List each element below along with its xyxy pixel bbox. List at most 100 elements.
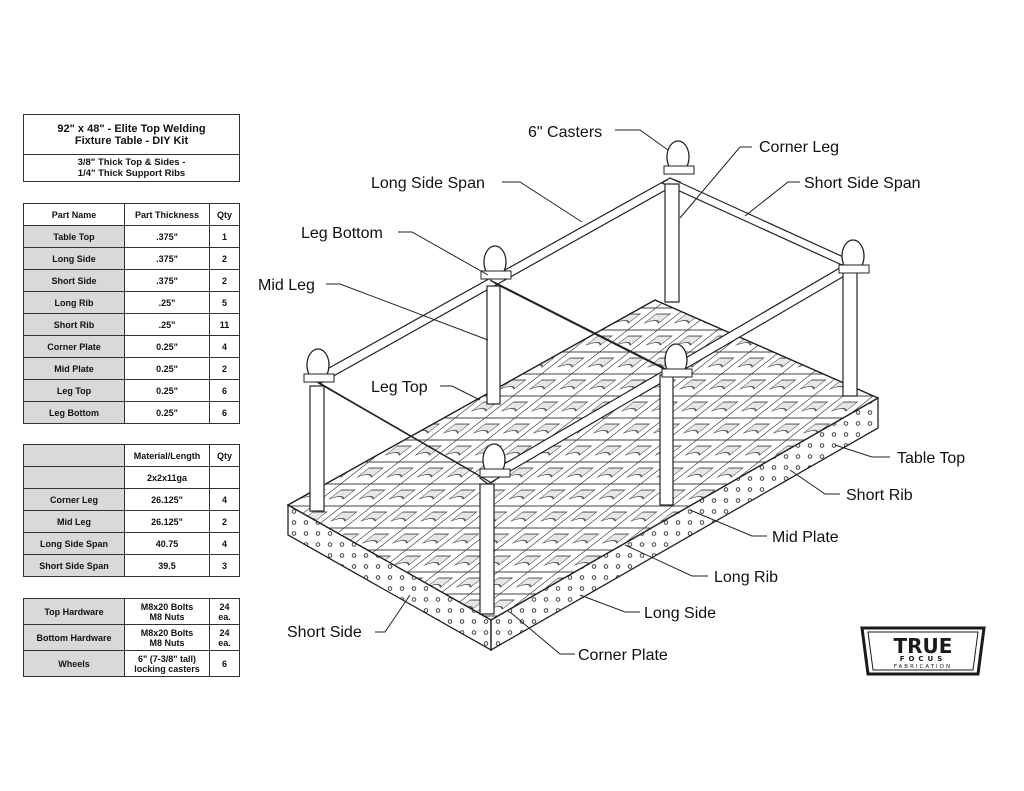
material-qty: 4 — [209, 532, 240, 555]
part-thickness: 0.25" — [124, 379, 210, 402]
corner-leg-front-left — [479, 483, 495, 615]
corner-leg-front-right — [842, 267, 858, 397]
material-qty: 3 — [209, 554, 240, 577]
corner-leg-rear-left — [309, 385, 325, 512]
part-thickness: .375" — [124, 225, 210, 248]
logo-line-2: FOCUS — [900, 655, 947, 663]
hardware-spec: 6" (7-3/8" tall) locking casters — [124, 650, 210, 677]
parts-table: Part Name Part Thickness Qty Table Top .… — [23, 203, 240, 424]
part-name: Short Rib — [23, 313, 125, 336]
callout-leg-bottom: Leg Bottom — [301, 225, 383, 242]
table-body — [286, 299, 880, 652]
part-qty: 6 — [209, 379, 240, 402]
part-thickness: .25" — [124, 313, 210, 336]
part-qty: 2 — [209, 269, 240, 292]
callout-mid-leg: Mid Leg — [258, 277, 315, 294]
table-row: Long Side Span 40.75 4 — [23, 532, 240, 555]
part-qty: 6 — [209, 401, 240, 424]
part-thickness: 0.25" — [124, 401, 210, 424]
parts-header-qty: Qty — [209, 203, 240, 226]
material-header-length: Material/Length — [124, 444, 210, 467]
table-row: Short Side .375" 2 — [23, 269, 240, 292]
part-qty: 11 — [209, 313, 240, 336]
short-side-face — [490, 396, 879, 652]
callout-corner-plate: Corner Plate — [578, 647, 668, 664]
table-row: Long Side .375" 2 — [23, 247, 240, 270]
part-qty: 2 — [209, 247, 240, 270]
hardware-name: Bottom Hardware — [23, 624, 125, 651]
hardware-name: Wheels — [23, 650, 125, 677]
title-block: 92" x 48" - Elite Top Welding Fixture Ta… — [23, 114, 240, 182]
material-name: Short Side Span — [23, 554, 125, 577]
caster-icon — [480, 245, 512, 280]
hardware-spec-line-1: M8x20 Bolts — [140, 627, 194, 638]
table-row: Mid Plate 0.25" 2 — [23, 357, 240, 380]
table-row: Corner Plate 0.25" 4 — [23, 335, 240, 358]
material-name: Long Side Span — [23, 532, 125, 555]
caster-icon — [663, 140, 695, 175]
corner-leg-rear-right — [664, 183, 680, 303]
caster-icon — [479, 443, 511, 478]
part-name: Long Side — [23, 247, 125, 270]
hardware-qty: 24 ea. — [209, 598, 240, 625]
part-name: Short Side — [23, 269, 125, 292]
part-qty: 5 — [209, 291, 240, 314]
part-thickness: .25" — [124, 291, 210, 314]
casters — [303, 140, 870, 478]
table-row: Short Rib .25" 11 — [23, 313, 240, 336]
hardware-qty: 24 ea. — [209, 624, 240, 651]
part-qty: 2 — [209, 357, 240, 380]
table-row: Table Top .375" 1 — [23, 225, 240, 248]
material-blank-cell — [23, 466, 125, 489]
callout-mid-plate: Mid Plate — [772, 529, 839, 546]
part-name: Table Top — [23, 225, 125, 248]
table-row: Corner Leg 26.125" 4 — [23, 488, 240, 511]
part-thickness: 0.25" — [124, 357, 210, 380]
callout-long-side: Long Side — [644, 605, 716, 622]
logo-line-1: TRUE — [894, 634, 953, 658]
mid-leg-rear — [486, 285, 501, 405]
callout-long-rib: Long Rib — [714, 569, 778, 586]
material-name: Corner Leg — [23, 488, 125, 511]
table-row: Leg Bottom 0.25" 6 — [23, 401, 240, 424]
hardware-qty: 6 — [209, 650, 240, 677]
material-spec: 2x2x11ga — [124, 466, 210, 489]
table-row: Long Rib .25" 5 — [23, 291, 240, 314]
caster-icon — [303, 348, 335, 383]
material-header-qty: Qty — [209, 444, 240, 467]
callout-corner-leg: Corner Leg — [759, 139, 839, 156]
part-qty: 4 — [209, 335, 240, 358]
callout-casters: 6" Casters — [528, 124, 602, 141]
material-length: 26.125" — [124, 488, 210, 511]
callout-table-top: Table Top — [897, 450, 965, 467]
material-header-blank — [23, 444, 125, 467]
parts-header-name: Part Name — [23, 203, 125, 226]
caster-icon — [661, 343, 693, 378]
table-row: Wheels 6" (7-3/8" tall) locking casters … — [23, 650, 240, 677]
table-row: Short Side Span 39.5 3 — [23, 554, 240, 577]
material-blank-qty — [209, 466, 240, 489]
material-table: Material/Length Qty 2x2x11ga Corner Leg … — [23, 444, 240, 577]
hardware-spec-line-1: M8x20 Bolts — [140, 601, 194, 612]
table-row: Top Hardware M8x20 Bolts M8 Nuts 24 ea. — [23, 598, 240, 625]
callout-leg-top: Leg Top — [371, 379, 428, 396]
logo-line-3: FABRICATION — [894, 664, 952, 670]
table-row: Leg Top 0.25" 6 — [23, 379, 240, 402]
table-row: Mid Leg 26.125" 2 — [23, 510, 240, 533]
title-cell: 92" x 48" - Elite Top Welding Fixture Ta… — [23, 114, 240, 155]
true-focus-logo: TRUE FOCUS FABRICATION — [860, 626, 986, 676]
callout-short-rib: Short Rib — [846, 487, 913, 504]
material-name: Mid Leg — [23, 510, 125, 533]
title-line-1: 92" x 48" - Elite Top Welding — [57, 122, 206, 135]
part-name: Mid Plate — [23, 357, 125, 380]
material-length: 40.75 — [124, 532, 210, 555]
caster-icon — [838, 239, 870, 274]
subtitle-line-2: 1/4" Thick Support Ribs — [77, 168, 186, 179]
title-line-2: Fixture Table - DIY Kit — [74, 134, 189, 147]
part-thickness: 0.25" — [124, 335, 210, 358]
part-name: Long Rib — [23, 291, 125, 314]
part-name: Leg Bottom — [23, 401, 125, 424]
part-name: Leg Top — [23, 379, 125, 402]
parts-header-thickness: Part Thickness — [124, 203, 210, 226]
hardware-spec-line-2: M8 Nuts — [149, 611, 185, 622]
